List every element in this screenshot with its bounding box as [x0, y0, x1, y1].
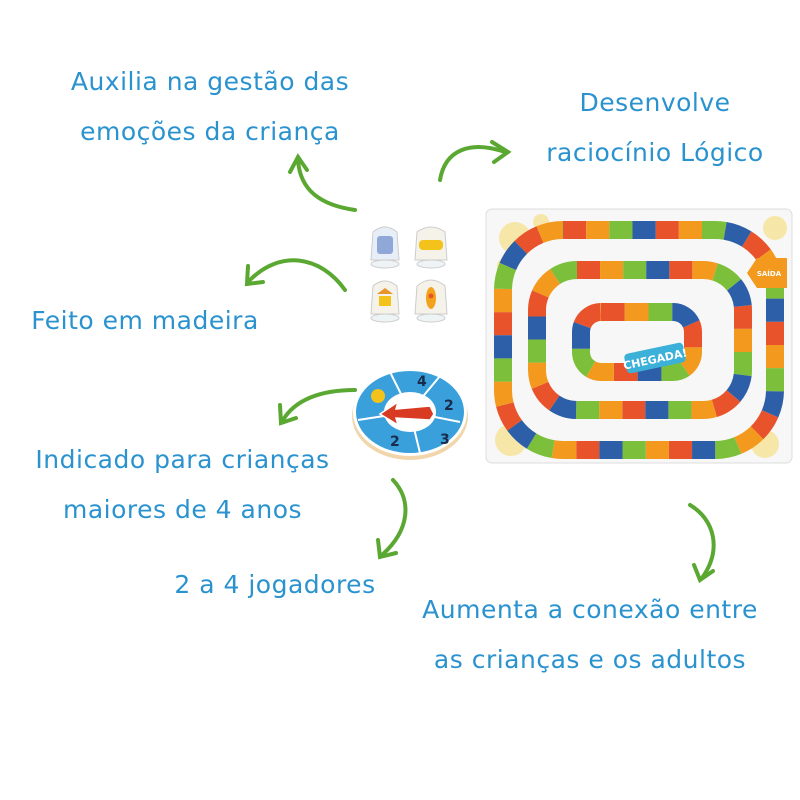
game-board: CHEGADA! SAÍDA — [485, 208, 793, 464]
caption-line: 2 a 4 jogadores — [174, 570, 376, 599]
caption-age: Indicado para crianças maiores de 4 anos — [5, 435, 360, 535]
caption-line: Feito em madeira — [31, 306, 259, 335]
arrow-age — [278, 388, 357, 426]
caption-line: emoções da criança — [80, 117, 340, 146]
track-segment — [494, 221, 784, 459]
game-pieces — [370, 226, 448, 323]
track-segment — [494, 221, 784, 459]
caption-line: Auxilia na gestão das — [70, 67, 350, 96]
finish-banner — [624, 342, 686, 374]
caption-line: maiores de 4 anos — [62, 495, 303, 524]
caption-line: as crianças e os adultos — [433, 645, 747, 674]
caption-emotions: Auxilia na gestão das emoções da criança — [50, 57, 370, 157]
track-segment — [528, 261, 752, 419]
caption-line: Indicado para crianças — [35, 445, 330, 474]
caption-connection: Aumenta a conexão entre as crianças e os… — [395, 585, 785, 685]
car-pawn-icon — [414, 226, 448, 269]
spinner-number: 2 — [444, 398, 454, 414]
caption-players: 2 a 4 jogadores — [155, 560, 395, 610]
emoji-icon — [371, 389, 385, 403]
track-segment — [494, 221, 784, 459]
spinner-number: 3 — [440, 432, 450, 448]
spinner-number: 2 — [390, 434, 400, 450]
caption-line: Desenvolve — [579, 88, 731, 117]
spinner-arrow-icon — [378, 400, 435, 427]
start-label: SAÍDA — [757, 269, 782, 278]
rocket-pawn-icon — [414, 279, 448, 323]
arrow-wood — [244, 258, 347, 292]
caption-logic: Desenvolve raciocínio Lógico — [520, 78, 790, 178]
caption-line: Aumenta a conexão entre — [422, 595, 758, 624]
spinner-number: 4 — [417, 374, 427, 390]
caption-line: raciocínio Lógico — [546, 138, 764, 167]
spinner: 4 2 3 2 — [352, 368, 468, 460]
track-segment — [528, 261, 752, 419]
carousel-pawn-icon — [370, 280, 400, 323]
robot-pawn-icon — [370, 226, 400, 269]
arrow-players — [376, 478, 408, 560]
track-segment — [572, 303, 702, 381]
start-sign — [747, 258, 787, 288]
arrow-emotions — [288, 153, 357, 212]
track-segment — [528, 261, 752, 419]
arrow-logic — [438, 140, 512, 182]
track-segment — [572, 303, 702, 381]
caption-wood: Feito em madeira — [15, 296, 275, 346]
arrow-connection — [688, 503, 716, 584]
